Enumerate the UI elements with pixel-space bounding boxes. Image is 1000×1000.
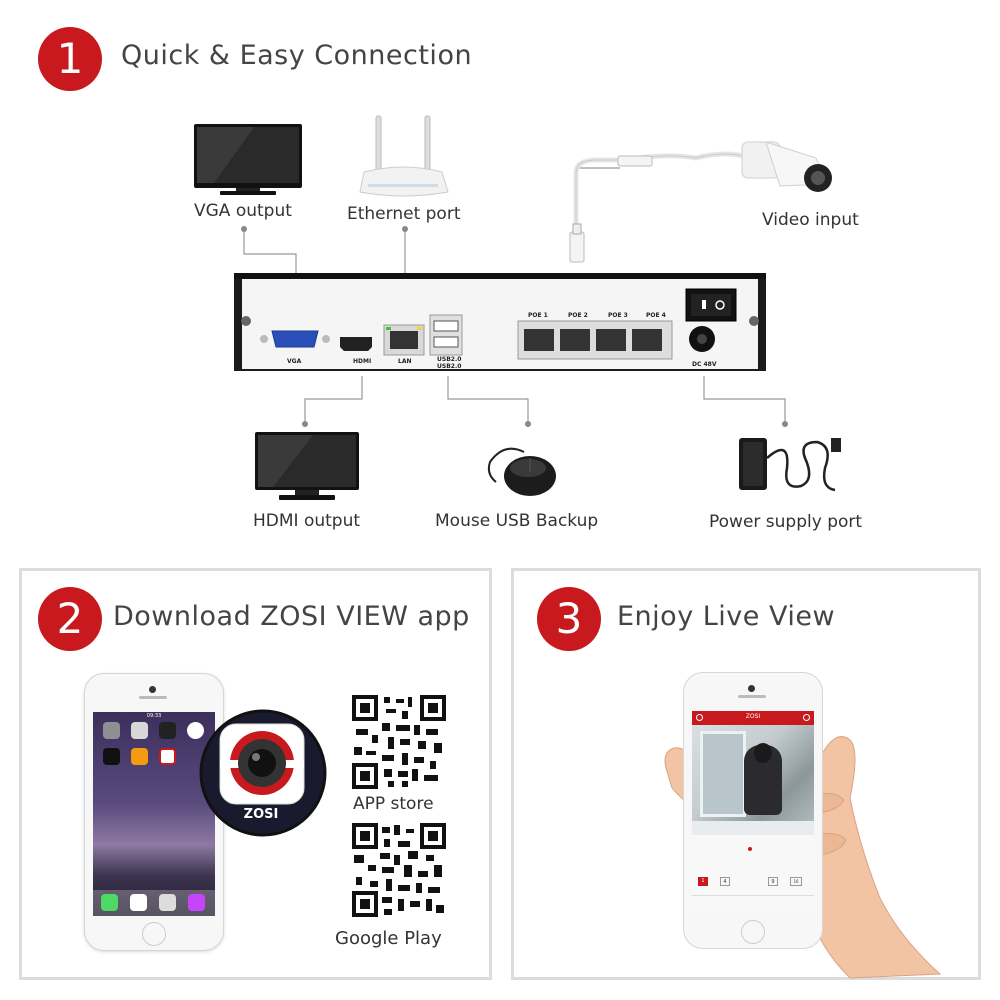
google-play-label: Google Play [335, 928, 442, 949]
video-input-label: Video input [762, 210, 859, 230]
menu-icon[interactable] [803, 714, 810, 721]
step-3-badge: 3 [537, 587, 601, 651]
step-2-badge: 2 [38, 587, 102, 651]
hdmi-port-label: HDMI [353, 358, 372, 365]
live-camera-feed [692, 725, 814, 835]
nvr-device [234, 273, 766, 371]
step-1-badge: 1 [38, 27, 102, 91]
usb-port-label-1: USB2.0 [437, 356, 462, 363]
status-bar-time: 09:33 [146, 713, 162, 719]
vga-output-label: VGA output [194, 201, 292, 221]
hdmi-monitor-icon [255, 432, 359, 500]
live-app-header: ZOSI [745, 713, 761, 720]
phone-live-view: ZOSI 1 4 9 16 [683, 672, 823, 949]
poe4-port-label: POE 4 [646, 312, 666, 319]
poe2-port-label: POE 2 [568, 312, 588, 319]
mouse-usb-backup-label: Mouse USB Backup [435, 511, 599, 531]
step-2-title: Download ZOSI VIEW app [113, 601, 470, 632]
google-play-qr-code [352, 823, 446, 917]
power-adapter-icon [739, 438, 841, 492]
dc-port-label: DC 48V [692, 361, 717, 368]
hdmi-output-label: HDMI output [253, 511, 361, 531]
lan-port-label: LAN [398, 358, 412, 365]
usb-port-label-2: USB2.0 [437, 363, 462, 370]
app-store-label: APP store [353, 794, 434, 814]
zosi-app-label: ZOSI [243, 807, 279, 822]
channel-button-16[interactable]: 16 [790, 877, 802, 886]
step-3-title: Enjoy Live View [617, 601, 836, 632]
app-store-qr-code [352, 695, 446, 789]
back-icon[interactable] [696, 714, 703, 721]
mouse-icon [487, 447, 556, 496]
router-icon [359, 115, 449, 197]
poe3-port-label: POE 3 [608, 312, 628, 319]
vga-monitor-icon [194, 124, 302, 195]
bottom-toolbar [692, 895, 814, 910]
channel-button-9[interactable]: 9 [768, 877, 778, 886]
power-supply-port-label: Power supply port [709, 512, 863, 532]
bullet-camera-icon [569, 141, 832, 263]
vga-port-label: VGA [287, 358, 302, 365]
phone-home-screen: 09:33 [84, 673, 224, 951]
ethernet-port-label: Ethernet port [347, 204, 461, 224]
zosi-app-magnifier [199, 709, 327, 837]
channel-button-1[interactable]: 1 [698, 877, 708, 886]
channel-button-4[interactable]: 4 [720, 877, 730, 886]
step-1-title: Quick & Easy Connection [121, 40, 473, 71]
poe1-port-label: POE 1 [528, 312, 548, 319]
